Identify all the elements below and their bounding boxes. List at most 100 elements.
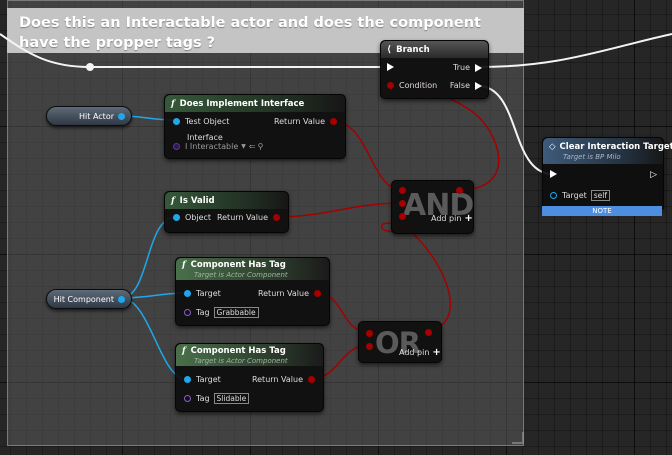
- and-label: AND: [403, 188, 474, 223]
- bool-pin-icon[interactable]: [273, 214, 280, 221]
- comment-header[interactable]: Does this an Interactable actor and does…: [7, 8, 524, 53]
- chevron-down-icon[interactable]: ▼: [241, 143, 246, 150]
- interface-pin[interactable]: I Interactable▼⇐⚲: [173, 142, 263, 151]
- and-input-pin-1[interactable]: [399, 187, 406, 194]
- branch-false-label: False: [449, 81, 470, 90]
- bool-pin-icon[interactable]: [308, 376, 315, 383]
- target-self-input[interactable]: self: [590, 190, 610, 201]
- is-valid-return-pin[interactable]: Return Value: [217, 213, 280, 222]
- add-pin-label: Add pin: [399, 348, 430, 357]
- hit-actor-label: Hit Actor: [79, 111, 114, 121]
- object-pin-icon[interactable]: [173, 118, 180, 125]
- object-pin-icon[interactable]: [173, 214, 180, 221]
- test-object-pin[interactable]: Test Object: [173, 117, 229, 126]
- class-pin-icon[interactable]: [173, 143, 180, 150]
- branch-condition-pin[interactable]: Condition: [387, 81, 437, 90]
- has-tag-2-target-pin[interactable]: Target: [184, 375, 221, 384]
- function-icon: f: [182, 345, 186, 356]
- hit-actor-node[interactable]: Hit Actor: [46, 106, 132, 126]
- object-pin-icon[interactable]: [118, 112, 125, 120]
- clear-target-subtitle: Target is BP Milo: [563, 152, 621, 161]
- target-label: Target: [196, 375, 221, 384]
- return-value-label: Return Value: [257, 289, 309, 298]
- and-input-pin-2[interactable]: [399, 200, 406, 207]
- does-implement-return-pin[interactable]: Return Value: [274, 117, 337, 126]
- comment-title: Does this an Interactable actor and does…: [19, 15, 481, 51]
- bool-pin-icon[interactable]: [330, 118, 337, 125]
- and-node[interactable]: AND Add pin+: [391, 180, 474, 234]
- exec-pin-icon[interactable]: [475, 63, 482, 72]
- add-pin-label: Add pin: [431, 214, 462, 223]
- tag-input[interactable]: Slidable: [213, 393, 250, 404]
- branch-header: ⟨ Branch: [381, 41, 488, 58]
- does-implement-title: Does Implement Interface: [179, 98, 305, 109]
- branch-exec-in[interactable]: [387, 63, 399, 71]
- has-tag-2-title: Component Has Tag: [190, 345, 286, 356]
- branch-node[interactable]: ⟨ Branch True Condition False: [380, 40, 489, 99]
- and-output-pin[interactable]: [456, 187, 463, 194]
- has-tag-1-title: Component Has Tag: [190, 259, 286, 270]
- is-valid-node[interactable]: f Is Valid Object Return Value: [164, 191, 289, 233]
- exec-wire-in: [0, 33, 382, 68]
- comment-resize-handle[interactable]: [512, 432, 524, 444]
- tag-input[interactable]: Grabbable: [213, 307, 259, 318]
- clear-icon[interactable]: ⇐: [248, 142, 256, 151]
- clear-target-exec-in[interactable]: [550, 170, 562, 178]
- component-has-tag-node-2[interactable]: f Component Has Tag Target is Actor Compo…: [175, 343, 324, 412]
- or-label: OR: [375, 326, 421, 360]
- branch-false-pin[interactable]: False: [450, 81, 482, 90]
- exec-pin-icon[interactable]: [475, 81, 482, 90]
- or-add-pin-button[interactable]: Add pin+: [399, 347, 441, 358]
- search-icon[interactable]: ⚲: [257, 142, 264, 151]
- name-pin-icon[interactable]: [184, 395, 191, 402]
- or-input-pin-2[interactable]: [366, 343, 373, 350]
- exec-out-icon[interactable]: ▷: [650, 170, 657, 180]
- note-bar: NOTE: [542, 206, 662, 216]
- hit-component-label: Hit Component: [53, 294, 114, 304]
- object-pin-icon[interactable]: [550, 192, 557, 199]
- name-pin-icon[interactable]: [184, 309, 191, 316]
- plus-icon: +: [464, 213, 473, 224]
- clear-target-header: ◇Clear Interaction Target Target is BP M…: [543, 138, 672, 164]
- branch-true-pin[interactable]: True: [453, 63, 482, 72]
- return-value-label: Return Value: [273, 117, 325, 126]
- has-tag-2-return-pin[interactable]: Return Value: [252, 375, 315, 384]
- interface-select[interactable]: I Interactable: [185, 142, 239, 151]
- clear-interaction-target-node[interactable]: ◇Clear Interaction Target Target is BP M…: [542, 137, 672, 209]
- is-valid-object-pin[interactable]: Object: [173, 213, 211, 222]
- or-node[interactable]: OR Add pin+: [358, 321, 442, 363]
- plus-icon: +: [432, 347, 441, 358]
- has-tag-1-target-pin[interactable]: Target: [184, 289, 221, 298]
- object-pin-icon[interactable]: [184, 290, 191, 297]
- is-valid-header: f Is Valid: [165, 192, 288, 209]
- and-input-pin-3[interactable]: [399, 213, 406, 220]
- has-tag-2-subtitle: Target is Actor Component: [194, 356, 288, 365]
- tag-label: Tag: [196, 394, 210, 403]
- and-add-pin-button[interactable]: Add pin+: [431, 213, 473, 224]
- hit-component-node[interactable]: Hit Component: [46, 289, 132, 309]
- bool-pin-icon[interactable]: [314, 290, 321, 297]
- or-input-pin-1[interactable]: [366, 330, 373, 337]
- has-tag-1-return-pin[interactable]: Return Value: [258, 289, 321, 298]
- object-pin-icon[interactable]: [118, 295, 125, 303]
- branch-true-label: True: [453, 63, 470, 72]
- interface-label-row: Interface: [187, 133, 223, 142]
- exec-pin-icon[interactable]: [550, 170, 557, 178]
- or-output-pin[interactable]: [425, 329, 432, 336]
- wire-or-and: [381, 222, 451, 333]
- branch-title: Branch: [396, 44, 430, 55]
- object-pin-icon[interactable]: [184, 376, 191, 383]
- does-implement-interface-node[interactable]: f Does Implement Interface Test Object R…: [164, 94, 346, 159]
- clear-target-exec-out[interactable]: ▷: [650, 170, 657, 180]
- function-icon: f: [171, 98, 175, 109]
- exec-wire-false: [477, 85, 551, 175]
- exec-pin-icon[interactable]: [387, 63, 394, 71]
- target-label: Target: [562, 191, 587, 200]
- bool-pin-icon[interactable]: [387, 82, 394, 89]
